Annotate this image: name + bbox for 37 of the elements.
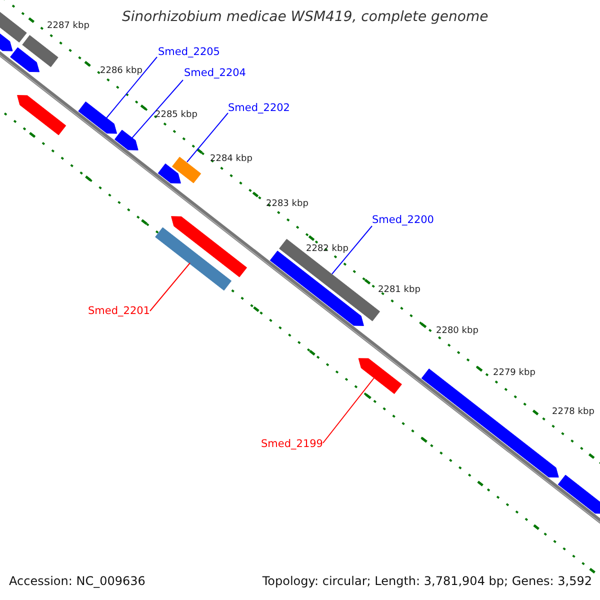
gene-feature xyxy=(279,238,380,322)
gene-feature xyxy=(78,101,118,134)
scale-label: 2283 kbp xyxy=(266,199,308,209)
leader-line xyxy=(132,80,184,138)
gene-feature xyxy=(22,35,58,68)
scale-label: 2286 kbp xyxy=(100,66,142,76)
scale-label: 2282 kbp xyxy=(306,244,348,254)
leader-line xyxy=(150,262,190,312)
gene-feature xyxy=(171,216,248,278)
gene-label: Smed_2201 xyxy=(88,305,150,317)
leader-line xyxy=(186,112,228,162)
scale-label: 2278 kbp xyxy=(552,407,594,417)
gene-feature xyxy=(10,47,40,72)
gene-label: Smed_2200 xyxy=(372,214,434,226)
gene-feature xyxy=(558,474,600,514)
gene-feature xyxy=(114,130,138,150)
gene-label: Smed_2204 xyxy=(184,67,246,79)
scale-label: 2281 kbp xyxy=(378,285,420,295)
leader-line xyxy=(332,226,372,274)
gene-feature xyxy=(17,95,66,136)
gene-label: Smed_2199 xyxy=(261,438,323,450)
gene-feature xyxy=(155,227,232,291)
gene-label: Smed_2202 xyxy=(228,102,290,114)
scale-label: 2284 kbp xyxy=(210,154,252,164)
gene-feature xyxy=(358,358,402,394)
gene-feature xyxy=(172,156,202,184)
diagram-title: Sinorhizobium medicae WSM419, complete genome xyxy=(122,9,488,25)
scale-label: 2280 kbp xyxy=(436,326,478,336)
gene-feature xyxy=(158,163,181,184)
leader-line xyxy=(104,56,158,122)
leader-line xyxy=(322,378,374,444)
scale-label: 2287 kbp xyxy=(47,21,90,31)
footer-text: Topology: circular; Length: 3,781,904 bp; Genes: 3,592 xyxy=(262,574,592,588)
scale-label: 2285 kbp xyxy=(155,110,198,120)
gene-label: Smed_2205 xyxy=(158,46,220,58)
scale-label: 2279 kbp xyxy=(493,368,536,378)
footer-text: Accession: NC_009636 xyxy=(9,574,146,588)
